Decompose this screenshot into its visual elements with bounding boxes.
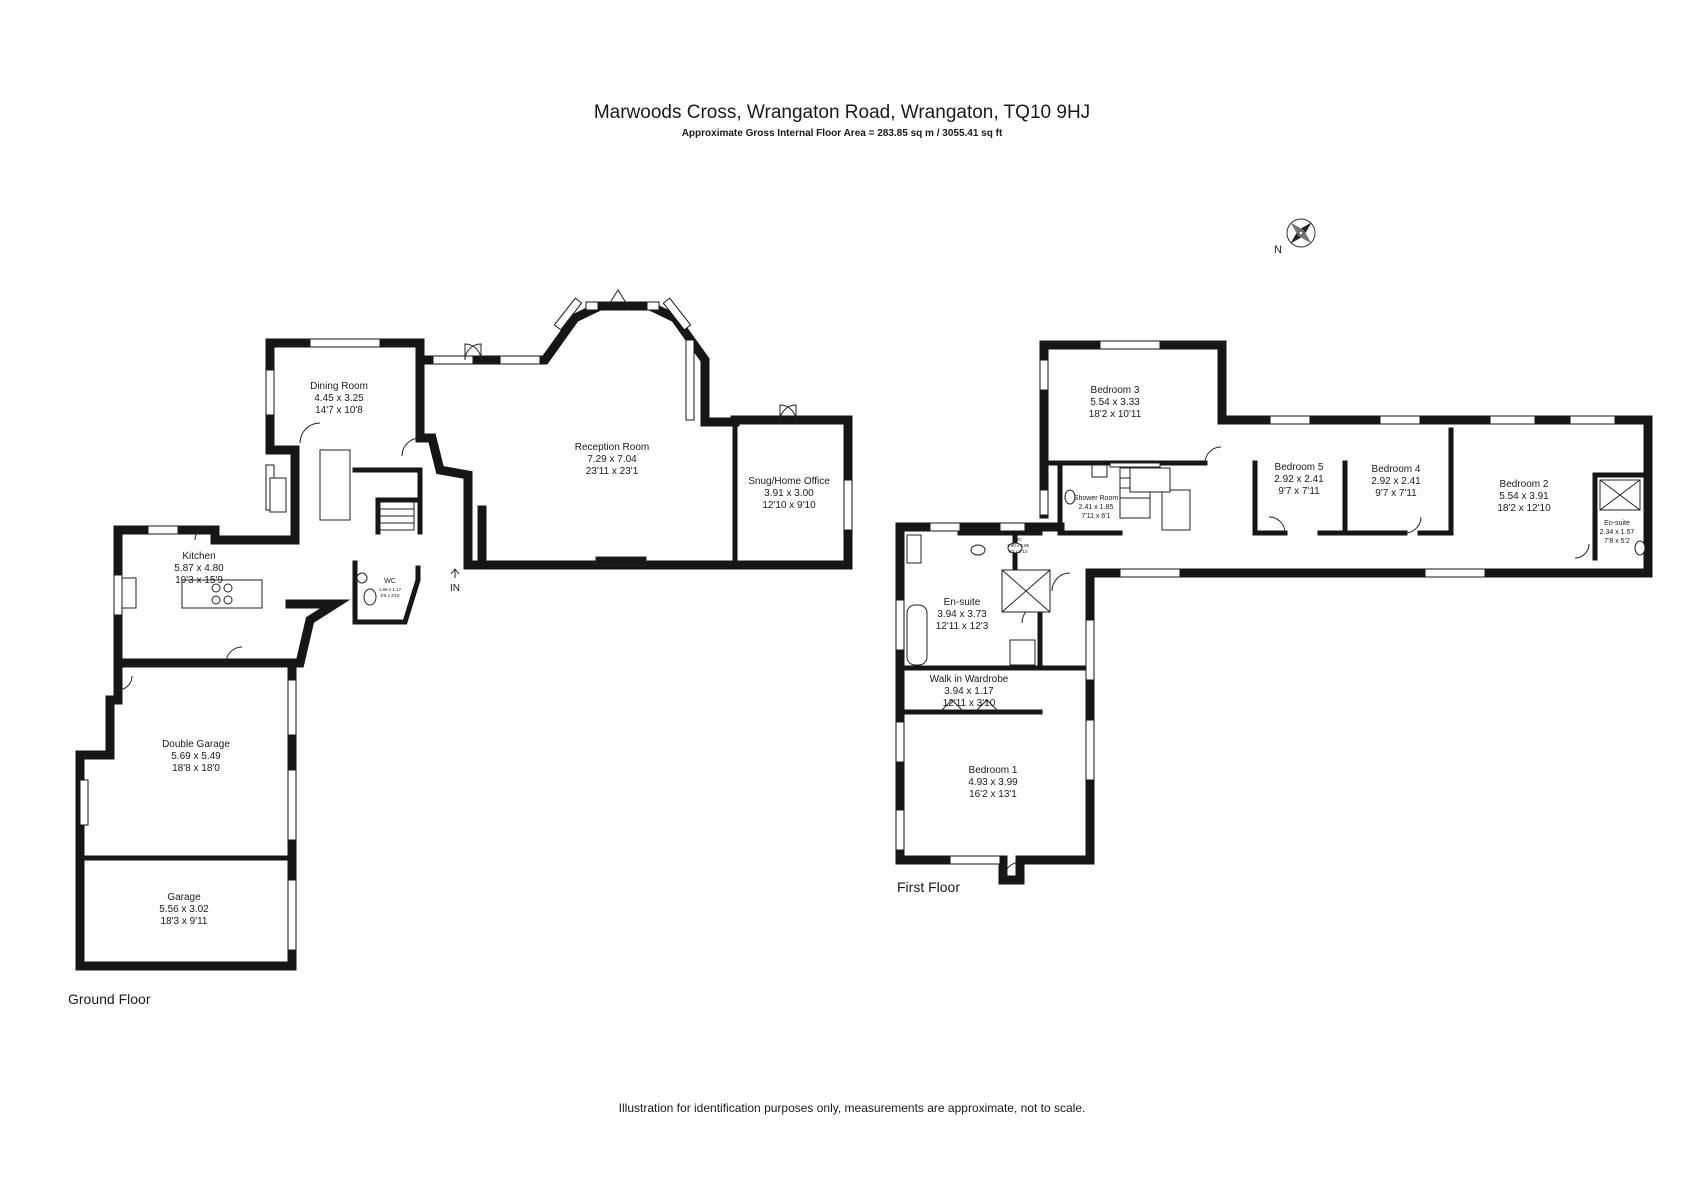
room-walk-in-wardrobe: Walk in Wardrobe 3.94 x 1.17 12'11 x 3'1… bbox=[930, 674, 1009, 709]
room-bedroom-3: Bedroom 3 5.54 x 3.33 18'2 x 10'11 bbox=[1089, 385, 1142, 420]
compass-north-label: N bbox=[1274, 244, 1282, 256]
room-metric: 4.45 x 3.25 bbox=[314, 393, 364, 404]
disclaimer: Illustration for identification purposes… bbox=[619, 1101, 1086, 1115]
room-name: Bedroom 5 bbox=[1275, 462, 1324, 473]
room-name: Bedroom 3 bbox=[1091, 385, 1140, 396]
room-garage: Garage 5.56 x 3.02 18'3 x 9'11 bbox=[159, 892, 209, 927]
room-metric: 5.56 x 3.02 bbox=[159, 904, 209, 915]
room-bedroom-2: Bedroom 2 5.54 x 3.91 18'2 x 12'10 bbox=[1497, 479, 1551, 514]
room-metric: 3.94 x 1.17 bbox=[944, 686, 994, 697]
ground-floor-label: Ground Floor bbox=[68, 991, 151, 1007]
room-kitchen: Kitchen 5.87 x 4.80 19'3 x 15'9 bbox=[174, 551, 224, 586]
room-bedroom-5: Bedroom 5 2.92 x 2.41 9'7 x 7'11 bbox=[1274, 462, 1324, 497]
room-metric: 1.90 x 0.86 bbox=[1007, 543, 1030, 548]
room-name: Kitchen bbox=[182, 551, 215, 562]
room-name: Walk in Wardrobe bbox=[930, 674, 1009, 685]
room-name: Double Garage bbox=[162, 739, 230, 750]
room-name: Reception Room bbox=[575, 442, 649, 453]
room-name: Bedroom 4 bbox=[1372, 464, 1421, 475]
room-metric: 5.69 x 5.49 bbox=[171, 751, 221, 762]
compass-rose-icon bbox=[1286, 218, 1316, 248]
room-imperial: 6'3 x 2'10 bbox=[1009, 549, 1028, 554]
room-shower-room: Shower Room 2.41 x 1.85 7'11 x 6'1 bbox=[1074, 495, 1119, 520]
room-imperial: 9'7 x 7'11 bbox=[1375, 488, 1417, 499]
room-imperial: 18'2 x 10'11 bbox=[1089, 409, 1142, 420]
room-name: Dining Room bbox=[310, 381, 368, 392]
room-imperial: 18'8 x 18'0 bbox=[172, 763, 220, 774]
room-metric: 7.29 x 7.04 bbox=[587, 454, 637, 465]
room-imperial: 16'2 x 13'1 bbox=[969, 789, 1017, 800]
room-reception-room: Reception Room 7.29 x 7.04 23'11 x 23'1 bbox=[575, 442, 649, 477]
room-imperial: 18'3 x 9'11 bbox=[160, 916, 207, 927]
room-metric: 3.91 x 3.00 bbox=[764, 488, 814, 499]
plan-title: Marwoods Cross, Wrangaton Road, Wrangato… bbox=[594, 102, 1090, 123]
room-metric: 5.54 x 3.33 bbox=[1090, 397, 1140, 408]
ground-floor-plan: Dining Room 4.45 x 3.25 14'7 x 10'8 Rece… bbox=[68, 289, 853, 1007]
room-metric: 5.87 x 4.80 bbox=[174, 563, 224, 574]
room-name: Shower Room bbox=[1074, 495, 1119, 502]
floor-area-subtitle: Approximate Gross Internal Floor Area = … bbox=[682, 128, 1003, 139]
room-imperial: 7'8 x 5'2 bbox=[1604, 538, 1630, 545]
room-name: En-suite bbox=[944, 597, 981, 608]
room-wc-first: WC 1.90 x 0.86 6'3 x 2'10 bbox=[1007, 537, 1030, 554]
room-imperial: 12'11 x 3'10 bbox=[943, 698, 996, 709]
room-name: Garage bbox=[167, 892, 201, 903]
room-name: En-suite bbox=[1604, 520, 1630, 527]
room-en-suite-1: En-suite 3.94 x 3.73 12'11 x 12'3 bbox=[936, 597, 989, 632]
room-imperial: 12'10 x 9'10 bbox=[762, 500, 816, 511]
first-floor-plan: Bedroom 3 5.54 x 3.33 18'2 x 10'11 Showe… bbox=[895, 340, 1653, 895]
room-metric: 3.94 x 3.73 bbox=[937, 609, 987, 620]
room-name: Bedroom 1 bbox=[969, 765, 1018, 776]
room-name: Bedroom 2 bbox=[1500, 479, 1549, 490]
room-imperial: 18'2 x 12'10 bbox=[1497, 503, 1551, 514]
room-bedroom-4: Bedroom 4 2.92 x 2.41 9'7 x 7'11 bbox=[1371, 464, 1421, 499]
room-metric: 1.68 x 1.17 bbox=[379, 587, 402, 592]
room-imperial: 23'11 x 23'1 bbox=[586, 466, 639, 477]
room-name: WC bbox=[384, 578, 396, 585]
room-name: WC bbox=[1014, 537, 1022, 542]
room-metric: 2.41 x 1.85 bbox=[1079, 504, 1114, 511]
room-metric: 2.92 x 2.41 bbox=[1371, 476, 1421, 487]
room-metric: 5.54 x 3.91 bbox=[1499, 491, 1549, 502]
entrance-label: IN bbox=[450, 583, 460, 594]
room-imperial: 19'3 x 15'9 bbox=[175, 575, 223, 586]
room-imperial: 5'6 x 3'10 bbox=[381, 593, 400, 598]
room-name: Snug/Home Office bbox=[748, 476, 830, 487]
room-bedroom-1: Bedroom 1 4.93 x 3.99 16'2 x 13'1 bbox=[968, 765, 1018, 800]
room-imperial: 9'7 x 7'11 bbox=[1278, 486, 1320, 497]
first-floor-label: First Floor bbox=[897, 879, 960, 895]
room-metric: 4.93 x 3.99 bbox=[968, 777, 1018, 788]
room-metric: 2.34 x 1.57 bbox=[1600, 529, 1635, 536]
room-snug-home-office: Snug/Home Office 3.91 x 3.00 12'10 x 9'1… bbox=[748, 476, 830, 511]
room-dining-room: Dining Room 4.45 x 3.25 14'7 x 10'8 bbox=[310, 381, 368, 416]
room-double-garage: Double Garage 5.69 x 5.49 18'8 x 18'0 bbox=[162, 739, 230, 774]
entrance-arrow-icon bbox=[450, 568, 460, 578]
room-imperial: 12'11 x 12'3 bbox=[936, 621, 989, 632]
room-wc-ground: WC 1.68 x 1.17 5'6 x 3'10 bbox=[379, 578, 402, 598]
room-metric: 2.92 x 2.41 bbox=[1274, 474, 1324, 485]
room-imperial: 7'11 x 6'1 bbox=[1081, 513, 1110, 520]
room-imperial: 14'7 x 10'8 bbox=[315, 405, 363, 416]
room-en-suite-2: En-suite 2.34 x 1.57 7'8 x 5'2 bbox=[1600, 520, 1635, 545]
